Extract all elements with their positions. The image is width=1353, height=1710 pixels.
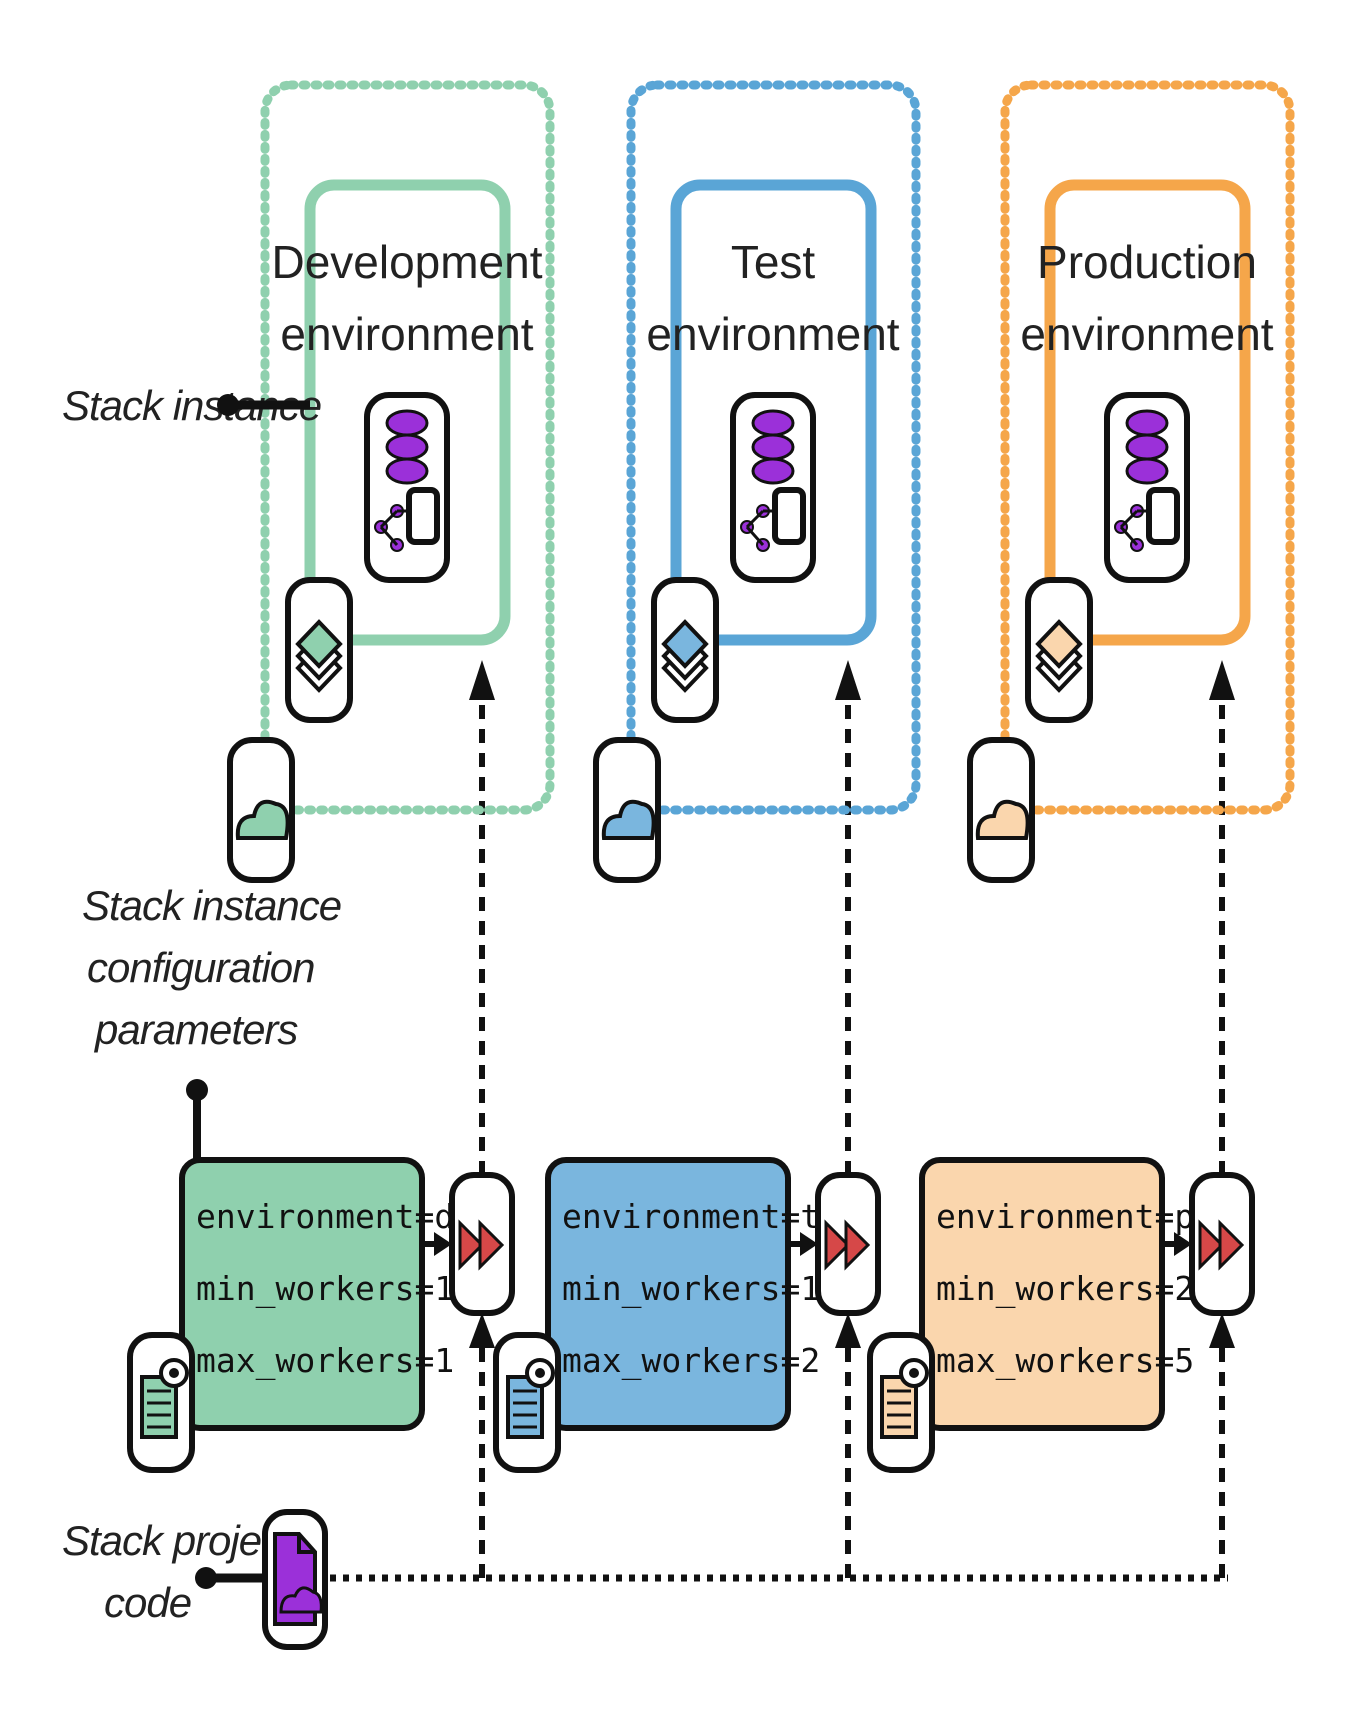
config-line: min_workers=1 — [562, 1269, 820, 1309]
code-document-icon — [262, 1509, 328, 1650]
config-box-dev: environment=dev min_workers=1 max_workers=… — [179, 1157, 494, 1431]
config-panel — [919, 1157, 1165, 1431]
config-panel — [545, 1157, 791, 1431]
config-box-prod: environment=prodmin_workers=2max_workers… — [919, 1157, 1254, 1431]
svg-text:Stack instance: Stack instance — [82, 882, 341, 929]
database-stack-icon — [1104, 392, 1190, 583]
environment-test: Test environment environment=testmin_worke… — [493, 80, 921, 1473]
environment-boundary — [1000, 80, 1295, 815]
config-line: max_workers=1 — [196, 1341, 454, 1381]
fast-forward-icon — [1189, 1172, 1255, 1316]
config-line: min_workers=1 — [196, 1269, 454, 1309]
config-panel — [179, 1157, 425, 1431]
environment-prod: Production environment environment=prodmin… — [867, 80, 1295, 1473]
cloud-icon — [227, 737, 295, 883]
layers-icon — [285, 577, 353, 723]
environment-title-line2: environment — [1020, 308, 1273, 360]
config-box-test: environment=testmin_workers=1max_workers… — [545, 1157, 880, 1431]
svg-text:configuration: configuration — [87, 944, 315, 991]
environment-dev: Development environment environment=dev min… — [127, 80, 555, 1473]
layers-icon — [651, 577, 719, 723]
deployment-connectors — [469, 660, 1235, 1578]
svg-text:parameters: parameters — [93, 1006, 298, 1053]
svg-text:code: code — [104, 1579, 191, 1626]
environment-title-line1: Production — [1037, 236, 1257, 288]
config-line: environment=dev — [196, 1197, 494, 1236]
config-file-icon — [127, 1332, 195, 1473]
fast-forward-icon — [815, 1172, 881, 1316]
cloud-icon — [593, 737, 661, 883]
stack-instance-label: Stack instance — [62, 382, 322, 429]
config-line: min_workers=2 — [936, 1269, 1194, 1309]
svg-text:Stack project: Stack project — [62, 1517, 295, 1564]
fast-forward-icon — [449, 1172, 515, 1316]
environment-title-line2: environment — [280, 308, 533, 360]
database-stack-icon — [364, 392, 450, 583]
config-file-icon — [493, 1332, 561, 1473]
config-params-label: Stack instance configuration parameters — [82, 882, 342, 1160]
layers-icon — [1025, 577, 1093, 723]
config-line: max_workers=5 — [936, 1341, 1194, 1381]
config-file-icon — [867, 1332, 935, 1473]
environment-title-line2: environment — [646, 308, 899, 360]
environment-boundary — [260, 80, 555, 815]
environment-title-line1: Development — [271, 236, 542, 288]
database-stack-icon — [730, 392, 816, 583]
cloud-icon — [967, 737, 1035, 883]
project-code-label: Stack project code — [62, 1517, 296, 1626]
environment-boundary — [626, 80, 921, 815]
environment-title-line1: Test — [731, 236, 816, 288]
config-line: max_workers=2 — [562, 1341, 820, 1381]
